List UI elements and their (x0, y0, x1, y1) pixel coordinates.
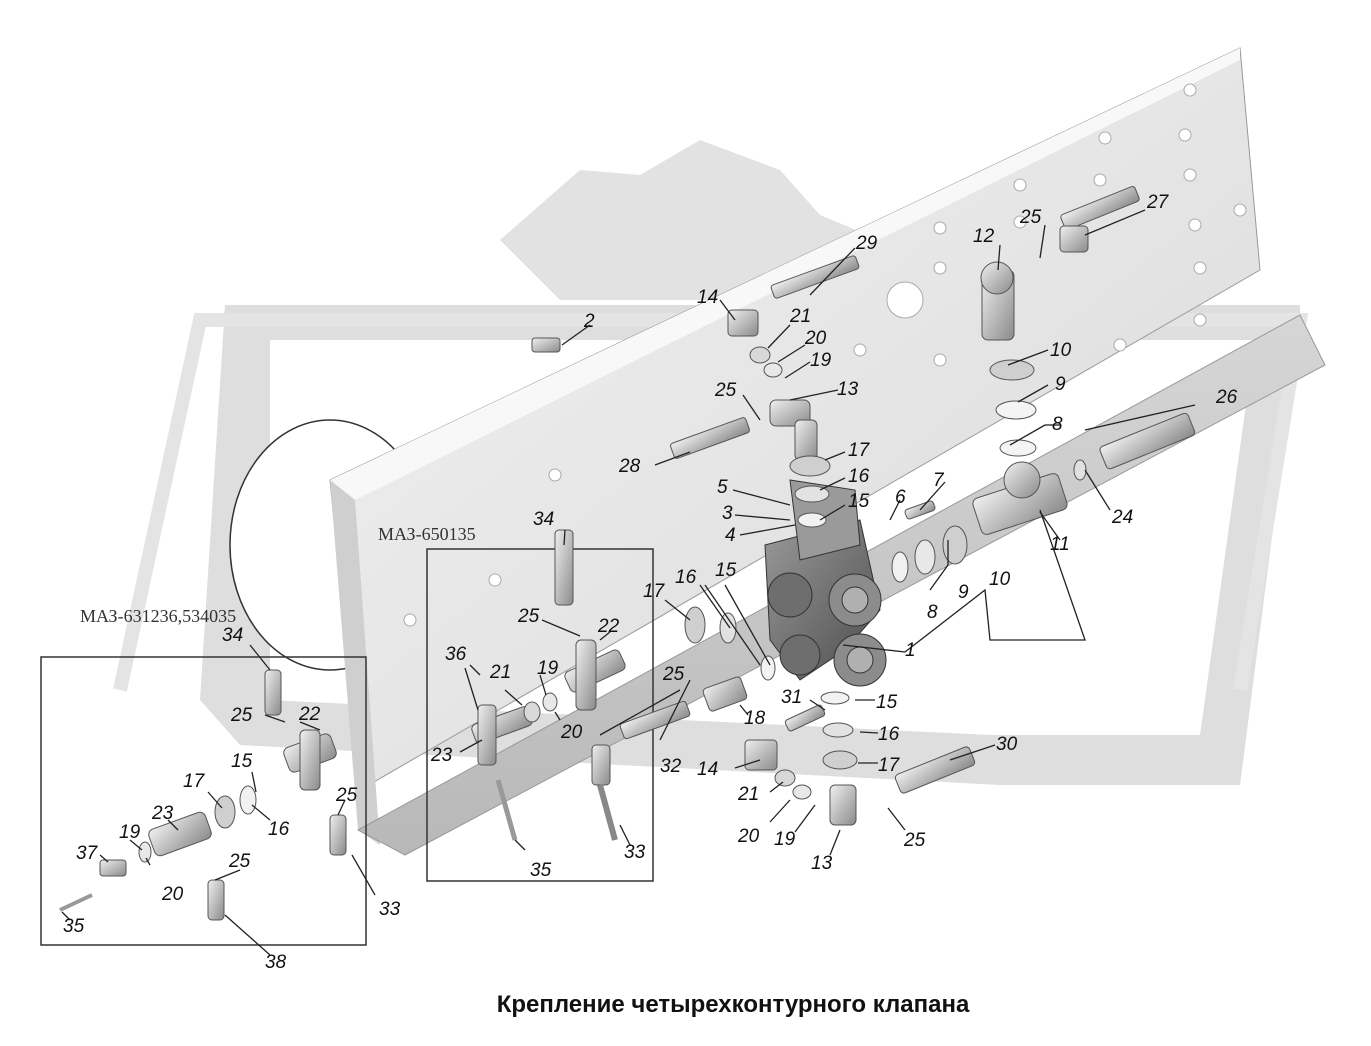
callout-25-inset-alt-c: 25 (228, 851, 251, 872)
callout-32: 32 (660, 756, 682, 777)
callout-9-top: 9 (1055, 374, 1066, 395)
callout-18: 18 (744, 708, 766, 729)
callout-16-left: 16 (675, 567, 697, 588)
callout-20-inset-alt: 20 (161, 884, 184, 905)
callout-15-left: 15 (715, 560, 737, 581)
callout-27: 27 (1146, 192, 1170, 213)
callout-38: 38 (265, 952, 287, 973)
leader-lines (61, 209, 1196, 956)
callout-3: 3 (722, 503, 733, 524)
diagram-caption: Крепление четырехконтурного клапана (497, 991, 970, 1018)
callout-20-top: 20 (804, 328, 827, 349)
callout-34-inset-alt: 34 (222, 625, 243, 646)
model-label-alt: МАЗ-631236,534035 (80, 606, 236, 626)
callout-25-inset-alt-a: 25 (230, 705, 253, 726)
inset-box-alt (40, 656, 367, 946)
callout-25-top: 25 (714, 380, 737, 401)
callout-30: 30 (996, 734, 1018, 755)
callout-34-inset-main: 34 (533, 509, 554, 530)
callout-17-inset: 17 (183, 771, 206, 792)
callout-21-bottom: 21 (737, 784, 759, 805)
callout-33-inset-main: 33 (624, 842, 646, 863)
callout-21-inset-main: 21 (489, 662, 511, 683)
callout-28: 28 (618, 456, 641, 477)
callout-labels: 1 2 3 4 5 6 7 8 8 9 9 10 10 11 12 13 13 … (63, 192, 1238, 973)
callout-8-top: 8 (1052, 414, 1063, 435)
callout-24: 24 (1111, 507, 1133, 528)
callout-31: 31 (781, 687, 802, 708)
callout-23-inset-main: 23 (430, 745, 453, 766)
callout-23-inset-alt: 23 (151, 803, 174, 824)
callout-21-top: 21 (789, 306, 811, 327)
callout-2: 2 (583, 311, 595, 332)
callout-33-inset-alt: 33 (379, 899, 401, 920)
callout-5: 5 (717, 477, 728, 498)
callout-35-inset-alt: 35 (63, 916, 85, 937)
callout-19-inset-main: 19 (537, 658, 559, 679)
callout-16-right: 16 (878, 724, 900, 745)
callout-37: 37 (76, 843, 99, 864)
callout-10-top: 10 (1050, 340, 1072, 361)
callout-22-inset-main: 22 (597, 616, 620, 637)
callout-25-inset-main: 25 (517, 606, 540, 627)
frame-holes (403, 83, 1247, 627)
callout-35-inset-main: 35 (530, 860, 552, 881)
callout-25-middle: 25 (662, 664, 685, 685)
callout-15-inset: 15 (231, 751, 253, 772)
callout-16-inset: 16 (268, 819, 290, 840)
callout-15-right: 15 (876, 692, 898, 713)
callout-8-bottom: 8 (927, 602, 938, 623)
callout-25-top-right: 25 (1019, 207, 1042, 228)
callout-1: 1 (905, 640, 916, 661)
callout-19-inset-alt: 19 (119, 822, 141, 843)
callout-22-inset-alt: 22 (298, 704, 321, 725)
callout-26: 26 (1215, 387, 1238, 408)
callout-17-right: 17 (878, 755, 901, 776)
callout-13-top: 13 (837, 379, 859, 400)
callout-7: 7 (933, 470, 945, 491)
callout-17-top: 17 (848, 440, 871, 461)
callout-20-inset-main: 20 (560, 722, 583, 743)
callout-20-bottom: 20 (737, 826, 760, 847)
callout-10-bottom: 10 (989, 569, 1011, 590)
callout-14-bottom: 14 (697, 759, 718, 780)
callout-9-bottom: 9 (958, 582, 969, 603)
callout-25-bottom: 25 (903, 830, 926, 851)
model-label-main: МАЗ-650135 (378, 524, 476, 544)
callout-36: 36 (445, 644, 467, 665)
callout-17-left: 17 (643, 581, 666, 602)
callout-29: 29 (855, 233, 878, 254)
callout-6: 6 (895, 487, 906, 508)
callout-12: 12 (973, 226, 995, 247)
callout-11: 11 (1050, 534, 1070, 555)
callout-19-bottom: 19 (774, 829, 796, 850)
callout-13-bottom: 13 (811, 853, 833, 874)
callout-19-top: 19 (810, 350, 832, 371)
callout-15-top: 15 (848, 491, 870, 512)
callout-14-top: 14 (697, 287, 718, 308)
callout-4: 4 (725, 525, 736, 546)
callout-16-top: 16 (848, 466, 870, 487)
callout-25-inset-alt-b: 25 (335, 785, 358, 806)
